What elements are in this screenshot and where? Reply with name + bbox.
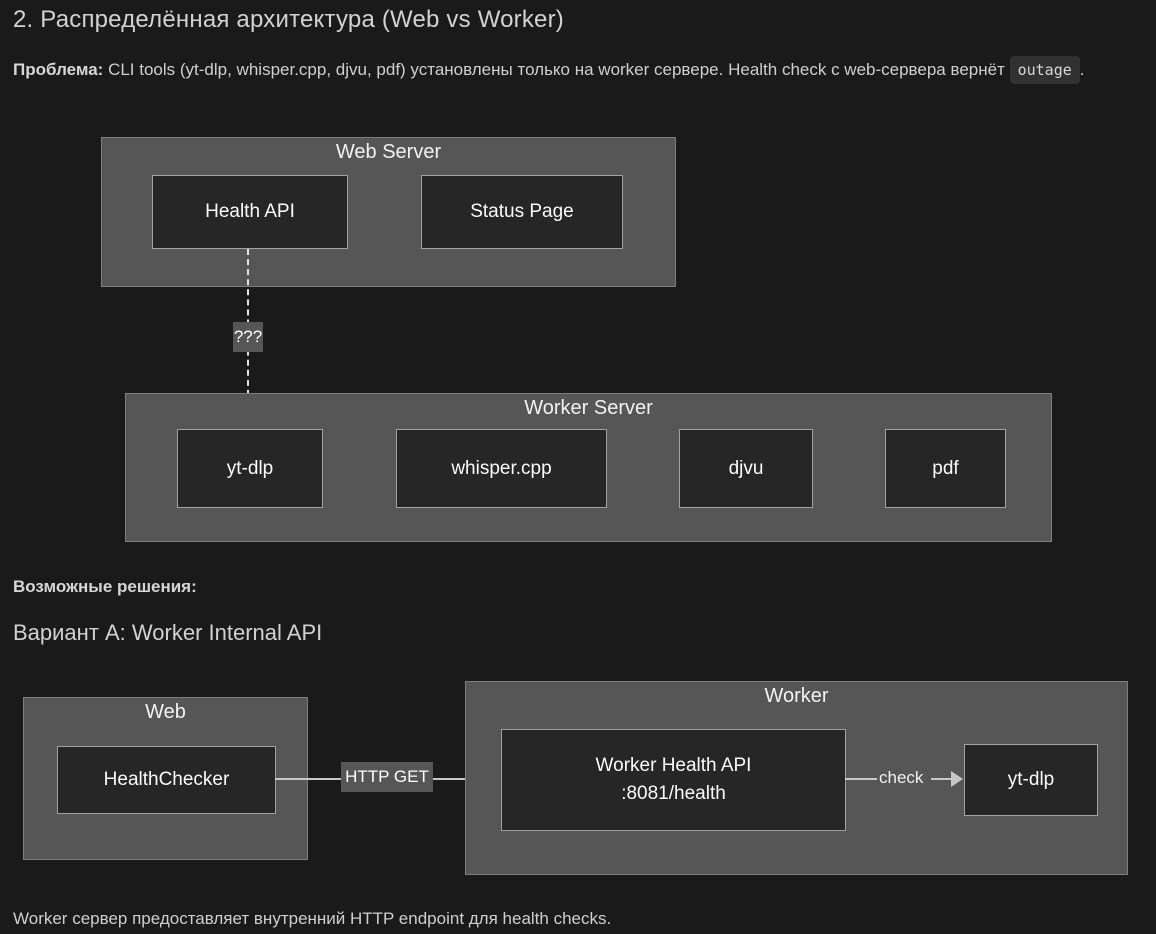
node-whisper: whisper.cpp (396, 429, 607, 508)
worker-health-api-line1: Worker Health API (595, 755, 752, 776)
worker-cluster-title: Worker (764, 685, 829, 707)
solutions-heading: Возможные решения: (13, 577, 197, 596)
edge-label-http-get: HTTP GET (341, 762, 433, 792)
edge-label-unknown: ??? (233, 322, 263, 352)
outage-code-chip: outage (1009, 56, 1080, 84)
footer-text: Worker сервер предоставляет внутренний H… (13, 909, 612, 928)
edge-line-http-left (275, 778, 341, 780)
worker-server-title: Worker Server (524, 397, 653, 419)
node-status-page: Status Page (421, 175, 623, 249)
problem-text: CLI tools (yt-dlp, whisper.cpp, djvu, pd… (103, 60, 1010, 79)
web-cluster: Web HealthChecker (23, 697, 308, 860)
node-healthchecker: HealthChecker (57, 746, 276, 814)
problem-paragraph: Проблема: CLI tools (yt-dlp, whisper.cpp… (13, 56, 1138, 84)
node-worker-health-api: Worker Health API :8081/health (501, 729, 846, 831)
problem-label: Проблема: (13, 60, 104, 79)
web-server-title: Web Server (335, 141, 442, 163)
variant-a-heading: Вариант A: Worker Internal API (13, 620, 323, 645)
worker-server-cluster: Worker Server yt-dlp whisper.cpp djvu pd… (125, 393, 1052, 542)
node-ytdlp: yt-dlp (177, 429, 323, 508)
web-cluster-title: Web (145, 701, 186, 723)
edge-label-check: check (879, 768, 924, 787)
node-pdf: pdf (885, 429, 1006, 508)
node-djvu: djvu (679, 429, 813, 508)
page-title: 2. Распределённая архитектура (Web vs Wo… (13, 6, 564, 33)
arrow-right-icon-check (951, 771, 963, 787)
problem-suffix: . (1079, 60, 1085, 79)
worker-cluster: Worker Worker Health API :8081/health yt… (465, 681, 1128, 875)
node-health-api: Health API (152, 175, 348, 249)
node-ytdlp-bottom: yt-dlp (964, 744, 1098, 816)
edge-line-check-right (931, 778, 951, 780)
edge-line-check-left (845, 778, 877, 780)
web-server-cluster: Web Server Health API Status Page (101, 137, 676, 287)
worker-health-api-line2: :8081/health (621, 783, 726, 804)
edge-line-http-right (433, 778, 487, 780)
